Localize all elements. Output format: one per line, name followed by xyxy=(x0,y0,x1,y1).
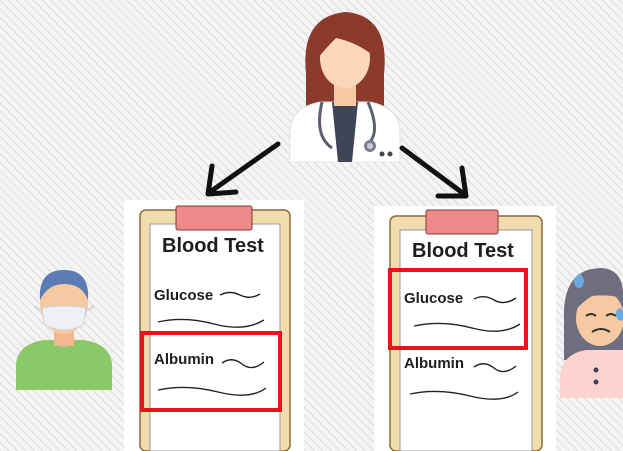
left-report-title: Blood Test xyxy=(162,235,264,257)
arrow-left-icon xyxy=(200,138,282,200)
left-report-glucose-label: Glucose xyxy=(154,287,214,304)
left-report-albumin-label: Albumin xyxy=(154,351,214,368)
right-report-glucose-label: Glucose xyxy=(404,290,464,307)
right-glucose-highlight-box xyxy=(388,268,528,350)
arrow-right-icon xyxy=(398,142,472,202)
right-report-albumin-label: Albumin xyxy=(404,355,464,372)
right-report-title: Blood Test xyxy=(412,240,514,262)
sick-patient-icon xyxy=(556,264,623,398)
masked-patient-icon xyxy=(16,264,112,390)
doctor-icon xyxy=(286,4,404,162)
left-albumin-highlight-box xyxy=(140,331,282,412)
left-blood-test-report: Blood Test Glucose Albumin xyxy=(124,200,304,451)
right-blood-test-report: Blood Test Glucose Albumin xyxy=(374,206,556,451)
